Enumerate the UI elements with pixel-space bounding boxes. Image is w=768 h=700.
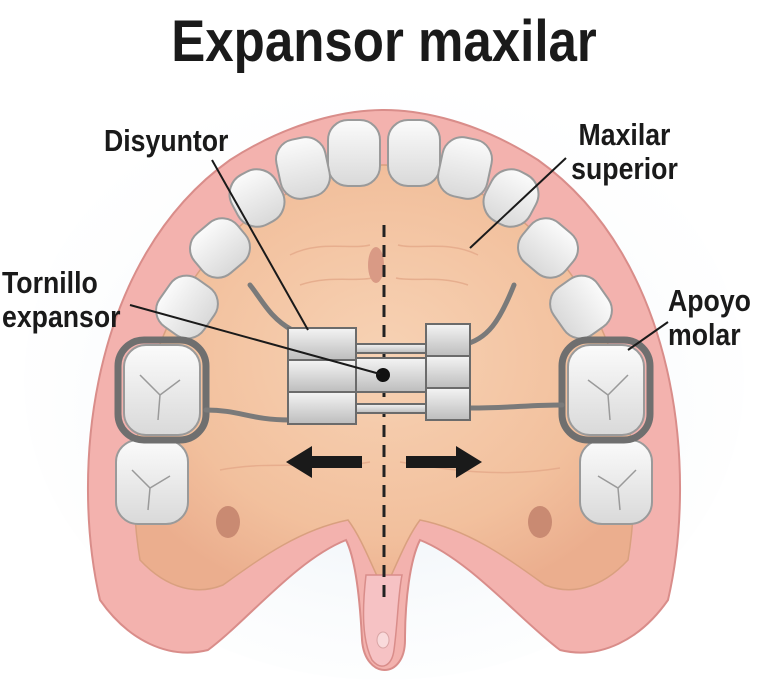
arrow-right <box>406 446 482 478</box>
tooth-canine-left <box>228 168 286 228</box>
label-disyuntor: Disyuntor <box>104 124 228 158</box>
tooth-incisor-3 <box>275 136 331 200</box>
expander-body <box>287 323 471 425</box>
label-apoyo-line2: molar <box>668 317 741 352</box>
label-maxilar-line2: superior <box>571 151 678 186</box>
fovea-right <box>528 506 552 538</box>
leader-maxilar <box>469 157 567 249</box>
incisive-papilla <box>368 247 384 283</box>
tooth-incisor-1 <box>327 119 381 187</box>
tooth-premolar-right-1 <box>517 217 579 279</box>
tooth-molar-right-1 <box>567 344 645 436</box>
uvula <box>362 574 403 667</box>
label-maxilar-superior: Maxilar superior <box>560 118 689 186</box>
expander-block-right-top <box>425 323 471 357</box>
molar-band-left <box>114 336 210 444</box>
label-tornillo-expansor: Tornillo expansor <box>2 266 121 334</box>
teeth <box>115 119 653 525</box>
diagram-title: Expansor maxilar <box>171 9 597 74</box>
molar-band-right <box>558 336 654 444</box>
label-tornillo-line2: expansor <box>2 299 121 334</box>
expander-screw-hole <box>376 368 390 382</box>
expansion-arrows <box>286 446 482 478</box>
tooth-premolar-right-2 <box>549 274 613 340</box>
tooth-incisor-4 <box>437 136 493 200</box>
expander-block-left-bot <box>287 391 357 425</box>
expander-block-right-bot <box>425 387 471 421</box>
label-disyuntor-text: Disyuntor <box>104 123 229 158</box>
tooth-molar-left-1 <box>123 344 201 436</box>
tooth-incisor-2 <box>387 119 441 187</box>
leader-lines <box>129 157 669 375</box>
uvula-tip <box>376 631 390 649</box>
expander-screw-housing <box>355 357 427 393</box>
molar-fissures <box>131 374 637 511</box>
expander-block-right-mid <box>425 355 471 389</box>
leader-apoyo <box>627 321 669 351</box>
tooth-premolar-left-2 <box>155 274 219 340</box>
leader-tornillo <box>129 304 381 375</box>
label-tornillo-line1: Tornillo <box>2 265 98 300</box>
expander-block-left-top <box>287 327 357 361</box>
label-maxilar-line1: Maxilar <box>578 117 671 152</box>
label-apoyo-molar: Apoyo molar <box>668 284 751 352</box>
leader-disyuntor <box>211 159 309 331</box>
tooth-molar-right-2 <box>579 439 653 525</box>
tooth-molar-left-2 <box>115 439 189 525</box>
tooth-premolar-left-1 <box>189 217 251 279</box>
arrow-left <box>286 446 362 478</box>
fovea-left <box>216 506 240 538</box>
label-apoyo-line1: Apoyo <box>668 283 751 318</box>
